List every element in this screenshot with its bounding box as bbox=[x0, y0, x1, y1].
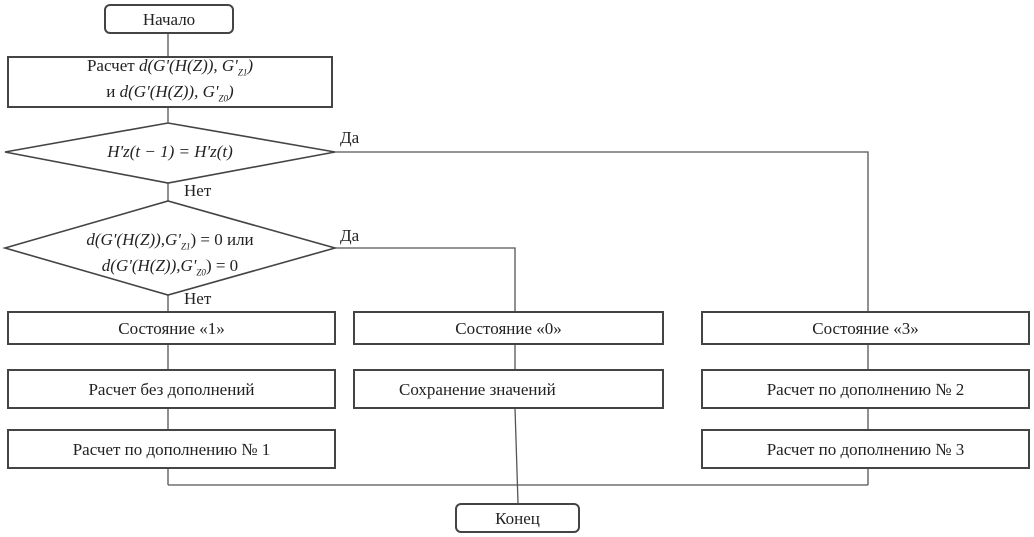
state-1-box: Состояние «1» bbox=[7, 311, 336, 345]
end-terminal: Конец bbox=[455, 503, 580, 533]
state-0-box: Состояние «0» bbox=[353, 311, 664, 345]
connector-col2-b bbox=[514, 407, 519, 504]
decision2-yes-label: Да bbox=[340, 226, 360, 245]
decision2-no-label: Нет bbox=[184, 289, 212, 308]
decision1-yes-label: Да bbox=[340, 128, 360, 147]
save-values-box: Сохранение значений bbox=[353, 369, 664, 409]
calc-addition-2-box: Расчет по дополнению № 2 bbox=[701, 369, 1030, 409]
decision1-diamond bbox=[4, 122, 336, 184]
state-3-box: Состояние «3» bbox=[701, 311, 1030, 345]
connector-decision2-yes bbox=[335, 247, 516, 311]
start-terminal: Начало bbox=[104, 4, 234, 34]
calc-process: Расчет d(G'(H(Z)), G'Z1) и d(G'(H(Z)), G… bbox=[7, 56, 333, 108]
decision2-line1: d(G'(H(Z)),G'Z1) = 0 или bbox=[86, 230, 254, 252]
calc-addition-3-box: Расчет по дополнению № 3 bbox=[701, 429, 1030, 469]
decision2-diamond bbox=[2, 200, 338, 296]
decision2-line2: d(G'(H(Z)),G'Z0) = 0 bbox=[101, 256, 239, 278]
calc-line2: и d(G'(H(Z)), G'Z0) bbox=[106, 82, 234, 104]
calc-no-additions-box: Расчет без дополнений bbox=[7, 369, 336, 409]
connector-decision1-yes bbox=[335, 151, 869, 311]
calc-line1: Расчет d(G'(H(Z)), G'Z1) bbox=[86, 55, 254, 77]
decision2-text: d(G'(H(Z)),G'Z1) = 0 или d(G'(H(Z)),G'Z0… bbox=[40, 230, 300, 283]
decision1-no-label: Нет bbox=[184, 181, 212, 200]
end-label: Конец bbox=[495, 508, 540, 528]
calc-addition-1-box: Расчет по дополнению № 1 bbox=[7, 429, 336, 469]
decision1-text: H'z(t − 1) = H'z(t) bbox=[107, 142, 233, 161]
start-label: Начало bbox=[142, 9, 196, 29]
